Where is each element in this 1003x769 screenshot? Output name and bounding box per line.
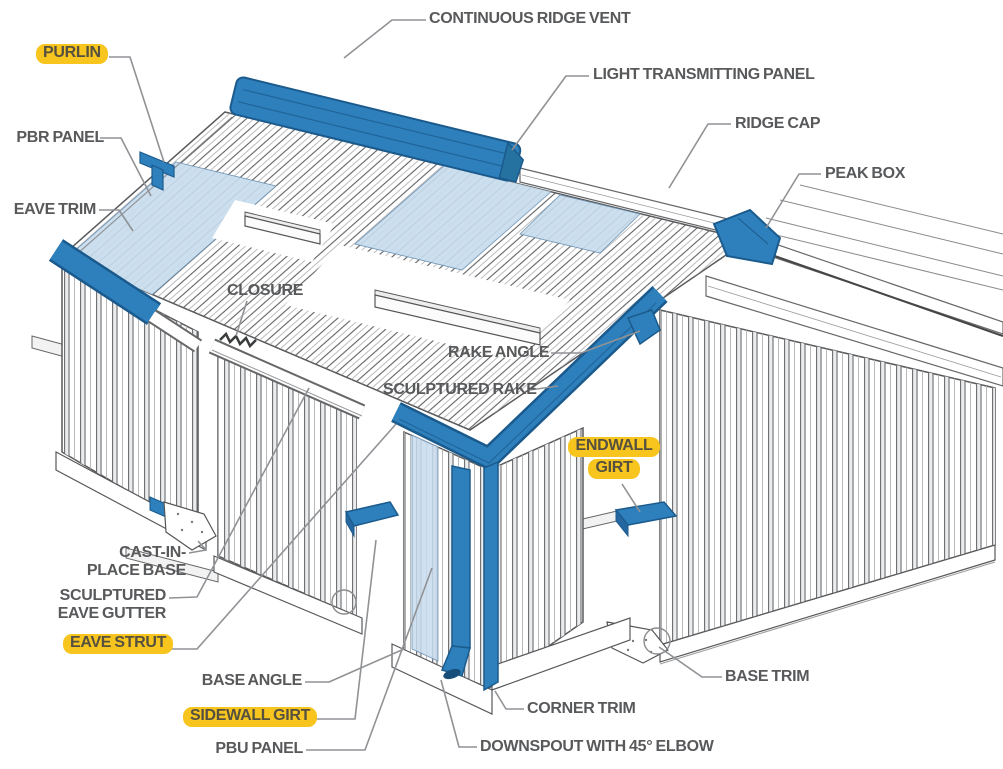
sidewall-section-1	[31, 239, 217, 551]
label-ridge-cap: RIDGE CAP	[735, 115, 821, 132]
label-sculptured-eave-gutter: SCULPTURED EAVE GUTTER	[57, 587, 167, 622]
label-cast-in-place-base: CAST-IN- PLACE BASE	[86, 544, 186, 579]
endwall	[659, 309, 996, 665]
detail-circle	[331, 589, 357, 615]
label-corner-trim: CORNER TRIM	[527, 700, 636, 717]
label-downspout-45-elbow: DOWNSPOUT WITH 45° ELBOW	[480, 738, 714, 755]
sidewall-section-2	[125, 331, 366, 635]
label-pbr-panel: PBR PANEL	[16, 129, 104, 146]
rake-angle-shape	[626, 309, 661, 346]
corner-trim-shape	[483, 460, 499, 692]
leader-lines	[99, 19, 821, 751]
downspout-shape	[440, 465, 471, 680]
label-pbu-panel: PBU PANEL	[215, 740, 303, 757]
label-purlin: PURLIN	[36, 44, 108, 64]
sculptured-eave-gutter-shape	[208, 338, 366, 420]
label-eave-trim: EAVE TRIM	[13, 201, 97, 218]
detail-circle	[643, 627, 671, 655]
label-sidewall-girt: SIDEWALL GIRT	[183, 707, 318, 727]
label-light-transmitting-panel: LIGHT TRANSMITTING PANEL	[593, 66, 815, 83]
label-eave-strut: EAVE STRUT	[63, 634, 174, 654]
far-roof-slope	[755, 184, 1003, 291]
label-endwall-girt: ENDWALL GIRT	[566, 437, 662, 479]
label-continuous-ridge-vent: CONTINUOUS RIDGE VENT	[429, 10, 631, 27]
roof-plane	[60, 111, 750, 431]
ridge-vent-shape	[229, 76, 525, 183]
label-closure: CLOSURE	[227, 282, 304, 299]
purlin-shape	[139, 151, 175, 191]
label-base-angle: BASE ANGLE	[201, 672, 303, 689]
label-base-trim: BASE TRIM	[725, 668, 810, 685]
label-sculptured-rake: SCULPTURED RAKE	[383, 381, 537, 398]
sculptured-rake-and-eave-strut	[391, 286, 668, 469]
purlin-z-beam-2	[244, 211, 321, 245]
peak-box-shape	[712, 208, 782, 266]
purlin-z-beam	[374, 289, 541, 346]
label-peak-box: PEAK BOX	[825, 165, 906, 182]
eave-trim-shape	[48, 239, 203, 353]
cast-in-place-base-shape	[149, 496, 217, 551]
closure-shape	[219, 331, 257, 349]
rake-trim	[705, 235, 1003, 387]
sidewall-girt-shape	[344, 501, 400, 538]
pbu-panel-shape	[411, 434, 439, 662]
label-rake-angle: RAKE ANGLE	[448, 344, 550, 361]
